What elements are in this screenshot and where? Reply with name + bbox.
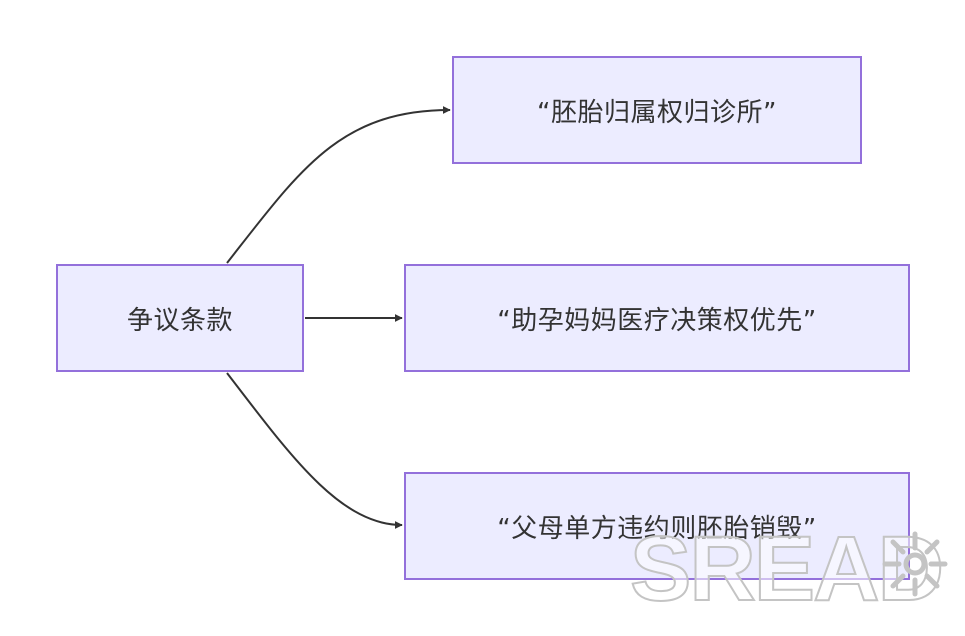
edge-root-to-a [226, 106, 451, 264]
node-label: 争议条款 [126, 305, 233, 336]
watermark-logo: SREAD [630, 517, 948, 612]
node-surrogate-medical-decision: “助孕妈妈医疗决策权优先” [404, 264, 910, 372]
edge-root-to-c [226, 372, 403, 529]
node-dispute-clauses: 争议条款 [56, 264, 304, 372]
node-label: “父母单方违约则胚胎销毁” [497, 513, 817, 544]
sun-spark-icon [882, 531, 948, 597]
node-label: “胚胎归属权归诊所” [537, 97, 777, 128]
node-label: “助孕妈妈医疗决策权优先” [497, 305, 817, 336]
node-breach-embryo-destruction: “父母单方违约则胚胎销毁” [404, 472, 910, 580]
node-embryo-ownership: “胚胎归属权归诊所” [452, 56, 862, 164]
